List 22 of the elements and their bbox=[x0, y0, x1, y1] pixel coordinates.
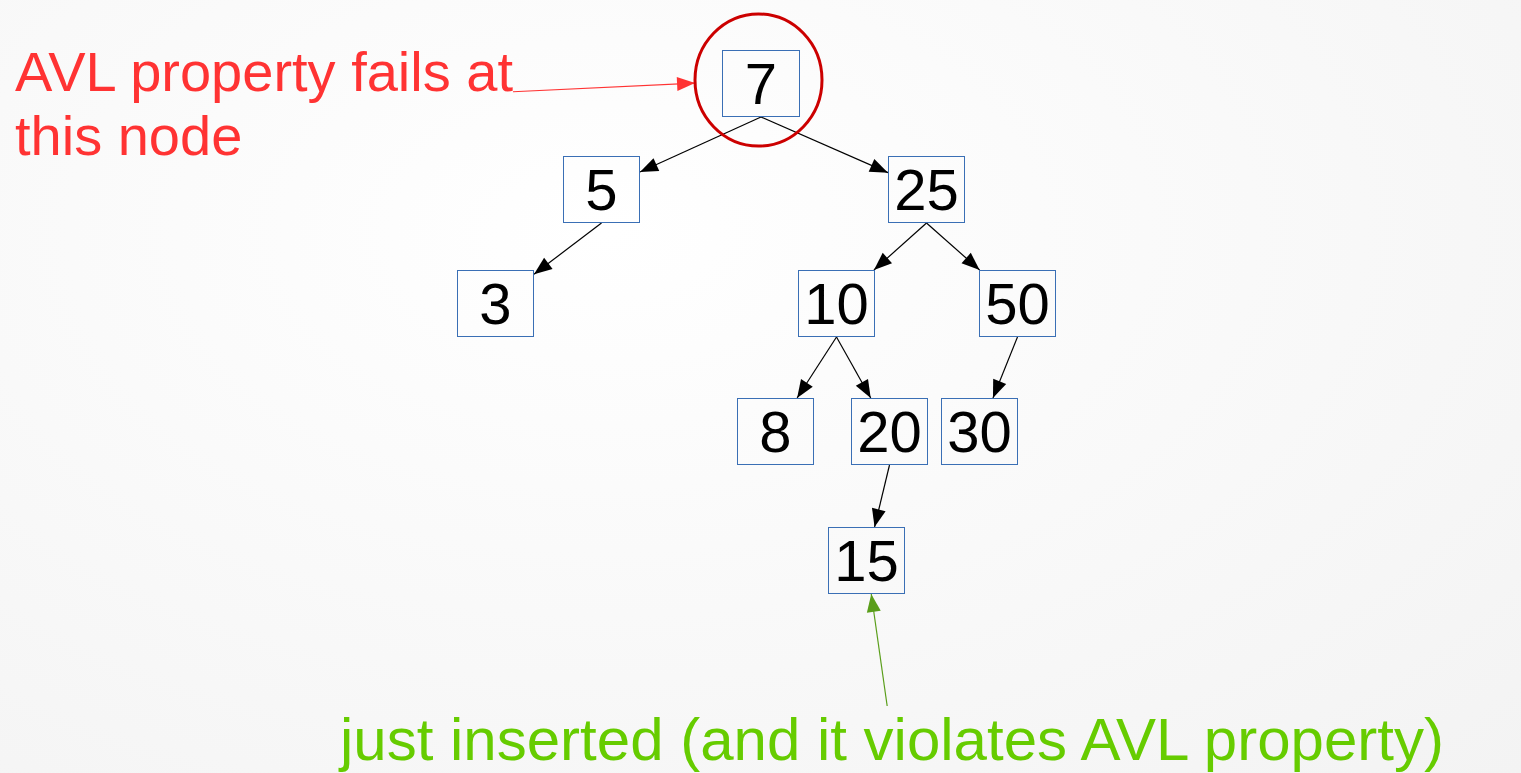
arrow bbox=[992, 336, 1019, 399]
tree-node-box: 50 bbox=[979, 270, 1056, 337]
arrow bbox=[925, 222, 981, 271]
tree-node-box: 20 bbox=[851, 398, 928, 465]
tree-node-box: 10 bbox=[798, 270, 875, 337]
arrow bbox=[872, 464, 891, 528]
tree-node-box: 25 bbox=[888, 156, 965, 223]
tree-node-box: 30 bbox=[941, 398, 1018, 465]
arrow bbox=[835, 336, 872, 399]
tree-node-box: 15 bbox=[828, 527, 905, 594]
tree-node-box: 3 bbox=[457, 270, 534, 337]
arrow bbox=[533, 222, 603, 275]
arrow bbox=[866, 593, 888, 707]
tree-node-box: 8 bbox=[737, 398, 814, 465]
annotation-text: just inserted (and it violates AVL property) bbox=[340, 705, 1444, 773]
tree-node-box: 5 bbox=[563, 156, 640, 223]
arrow bbox=[639, 116, 762, 173]
arrow bbox=[873, 222, 928, 271]
arrow bbox=[760, 116, 889, 174]
tree-node-box: 7 bbox=[722, 50, 800, 117]
arrow bbox=[512, 76, 696, 93]
arrow bbox=[796, 336, 838, 399]
